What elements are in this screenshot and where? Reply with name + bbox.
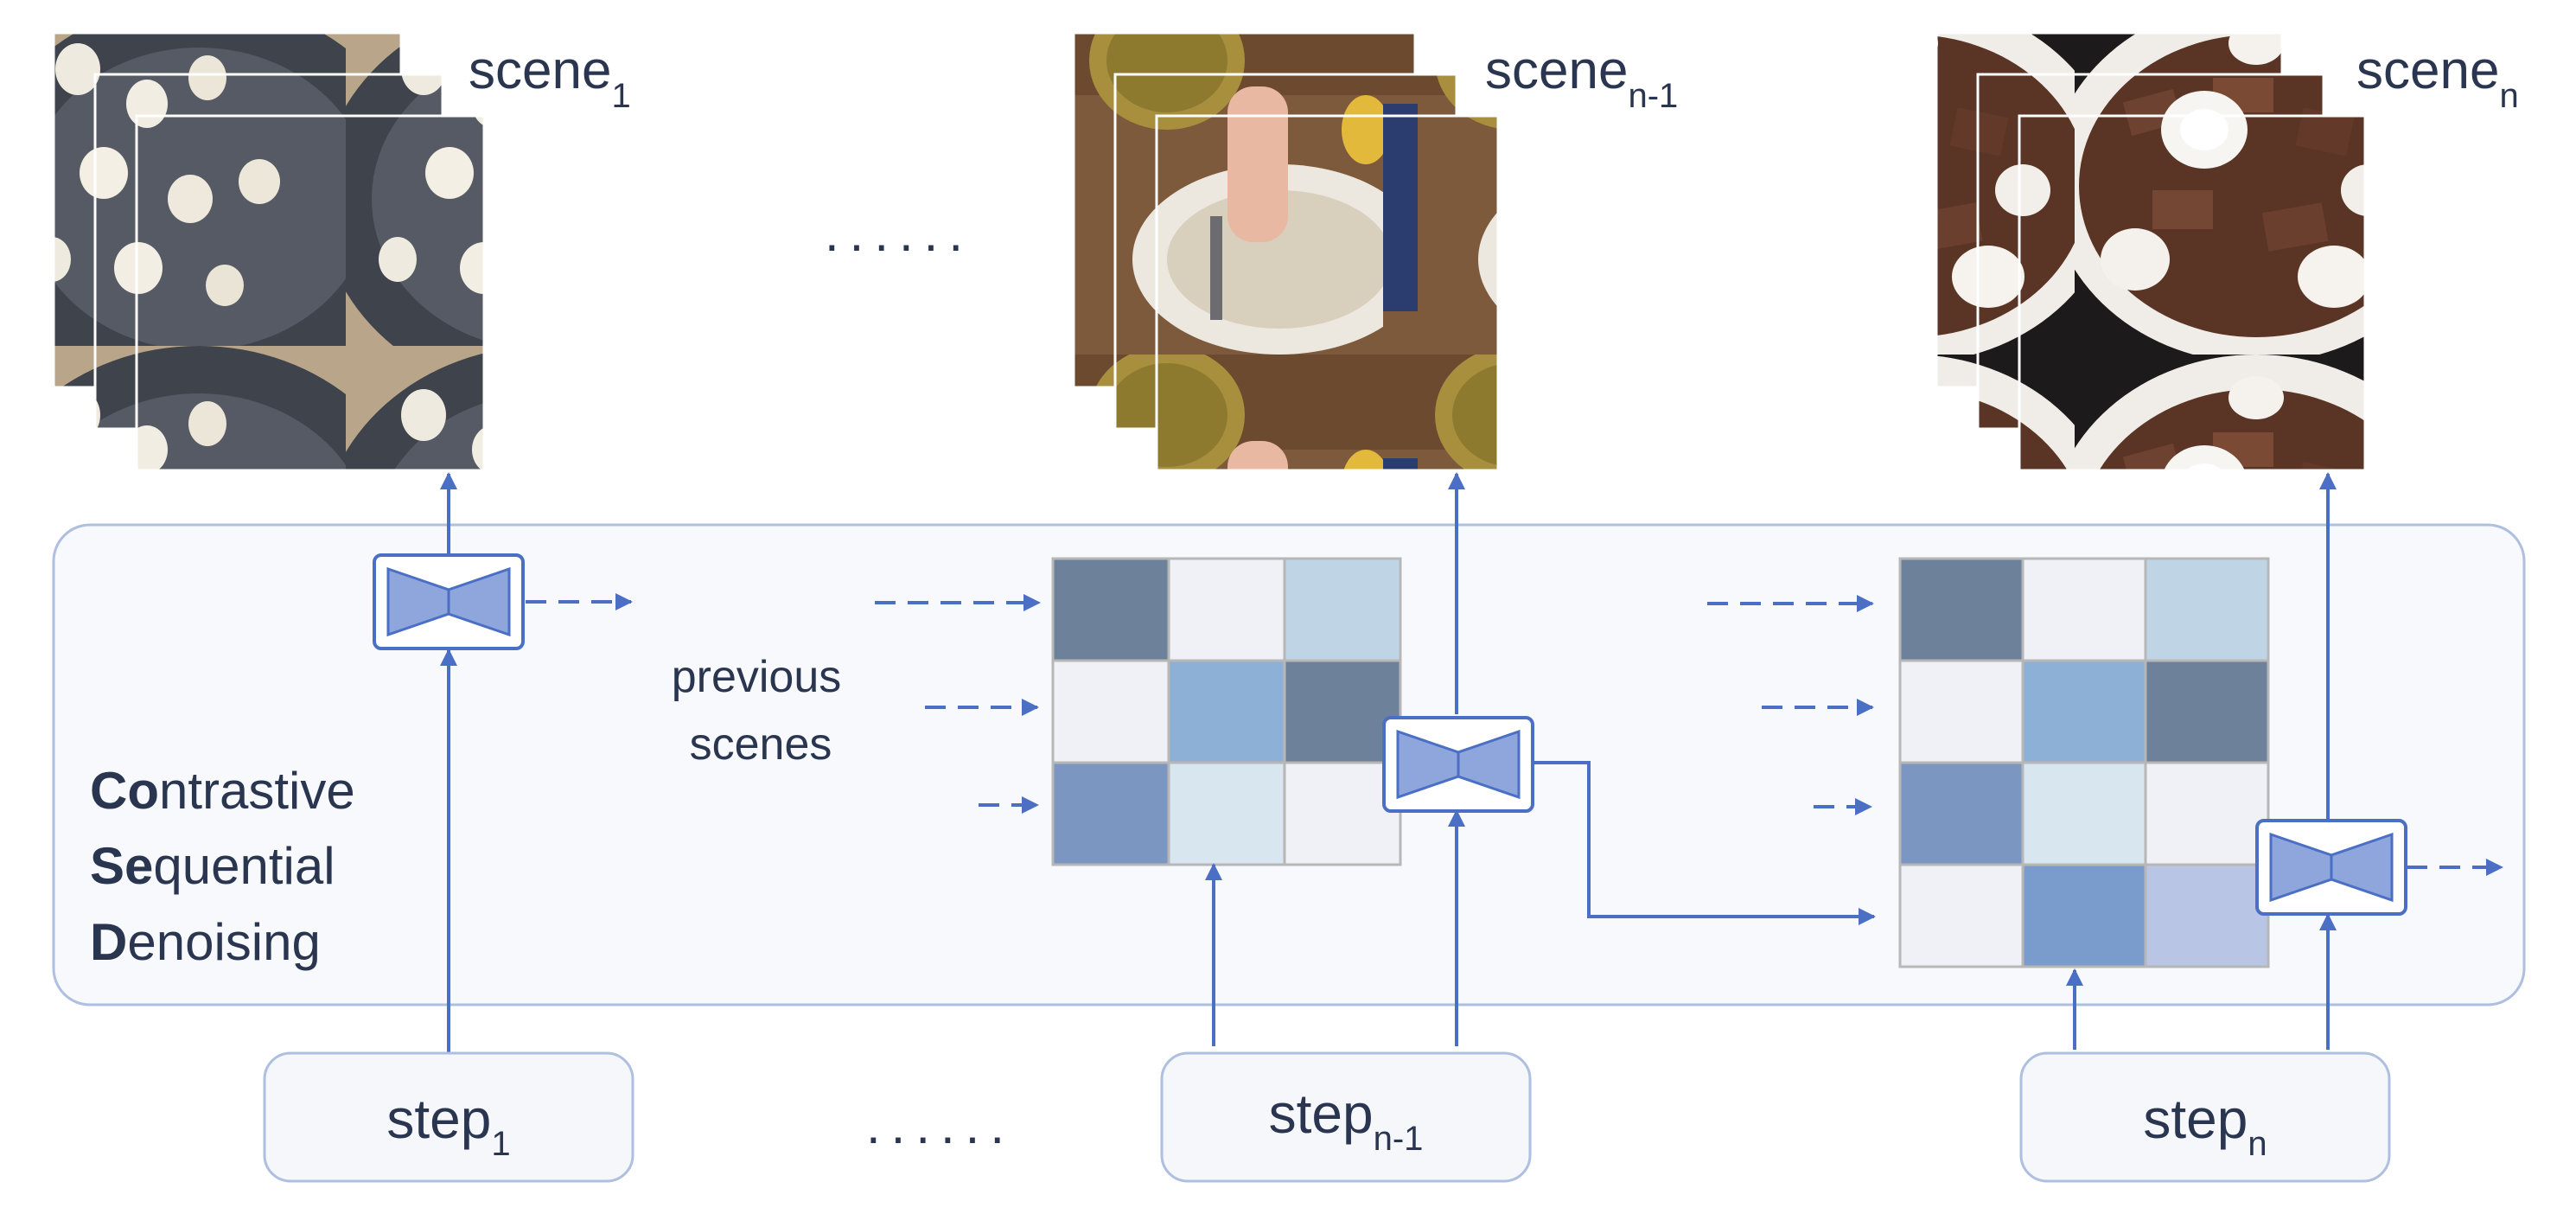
step-1-box [263,1051,634,1183]
matrix-small-cell-1-0 [1051,659,1170,764]
scene-n-minus-1-label: scenen-1 [1485,41,1678,115]
matrix-large-cell-2-0 [1898,761,2024,866]
scene-n-stack [1935,31,2367,472]
matrix-small-cell-0-2 [1283,557,1402,662]
matrix-small-cell-1-2 [1283,659,1402,764]
matrix-small-cell-0-0 [1051,557,1170,662]
matrix-large-cell-1-1 [2021,659,2147,764]
method-line-2: Sequential [90,837,335,895]
matrix-small-cell-2-0 [1051,761,1170,866]
matrix-small-cell-2-1 [1167,761,1286,866]
scene-1-label: scene1 [469,41,631,115]
step-n-label: stepn [2143,1088,2267,1163]
step-n-minus-1-label: stepn-1 [1269,1083,1424,1158]
previous-scenes-line-2: scenes [690,719,832,770]
scene-n-minus-1-image [1155,114,1500,472]
matrix-small-cell-0-1 [1167,557,1286,662]
similarity-matrix-small [1051,557,1402,866]
similarity-matrix-large [1898,557,2270,968]
matrix-small-cell-1-1 [1167,659,1286,764]
scene-n-minus-1-stack [1072,31,1500,472]
scene-1-image [135,114,486,472]
scene-n-label: scenen [2356,41,2519,115]
previous-scenes-line-1: previous [672,652,842,702]
denoiser-icon-step-n [2255,819,2407,916]
scene-1-stack [52,31,486,472]
matrix-large-cell-0-2 [2144,557,2270,662]
matrix-large-cell-3-2 [2144,863,2270,968]
arrows [440,472,2503,1053]
matrix-large-cell-2-2 [2144,761,2270,866]
matrix-large-cell-3-1 [2021,863,2147,968]
step-n-box [2019,1051,2391,1183]
denoiser-icon-step-n-minus-1 [1382,716,1534,813]
matrix-large-cell-3-0 [1898,863,2024,968]
step-1-label: step1 [386,1088,510,1163]
matrix-large-cell-0-0 [1898,557,2024,662]
matrix-large-cell-2-1 [2021,761,2147,866]
method-line-3: Denoising [90,913,321,971]
method-line-1: Contrastive [90,762,355,820]
step-ellipsis: ...... [866,1096,1015,1154]
matrix-large-cell-1-2 [2144,659,2270,764]
matrix-large-cell-1-0 [1898,659,2024,764]
scene-n-image [2018,114,2367,472]
scene-ellipsis: ...... [825,204,973,262]
matrix-small-cell-2-2 [1283,761,1402,866]
denoiser-icon-step-1 [373,553,525,650]
step-n-minus-1-box [1160,1051,1532,1183]
matrix-large-cell-0-1 [2021,557,2147,662]
